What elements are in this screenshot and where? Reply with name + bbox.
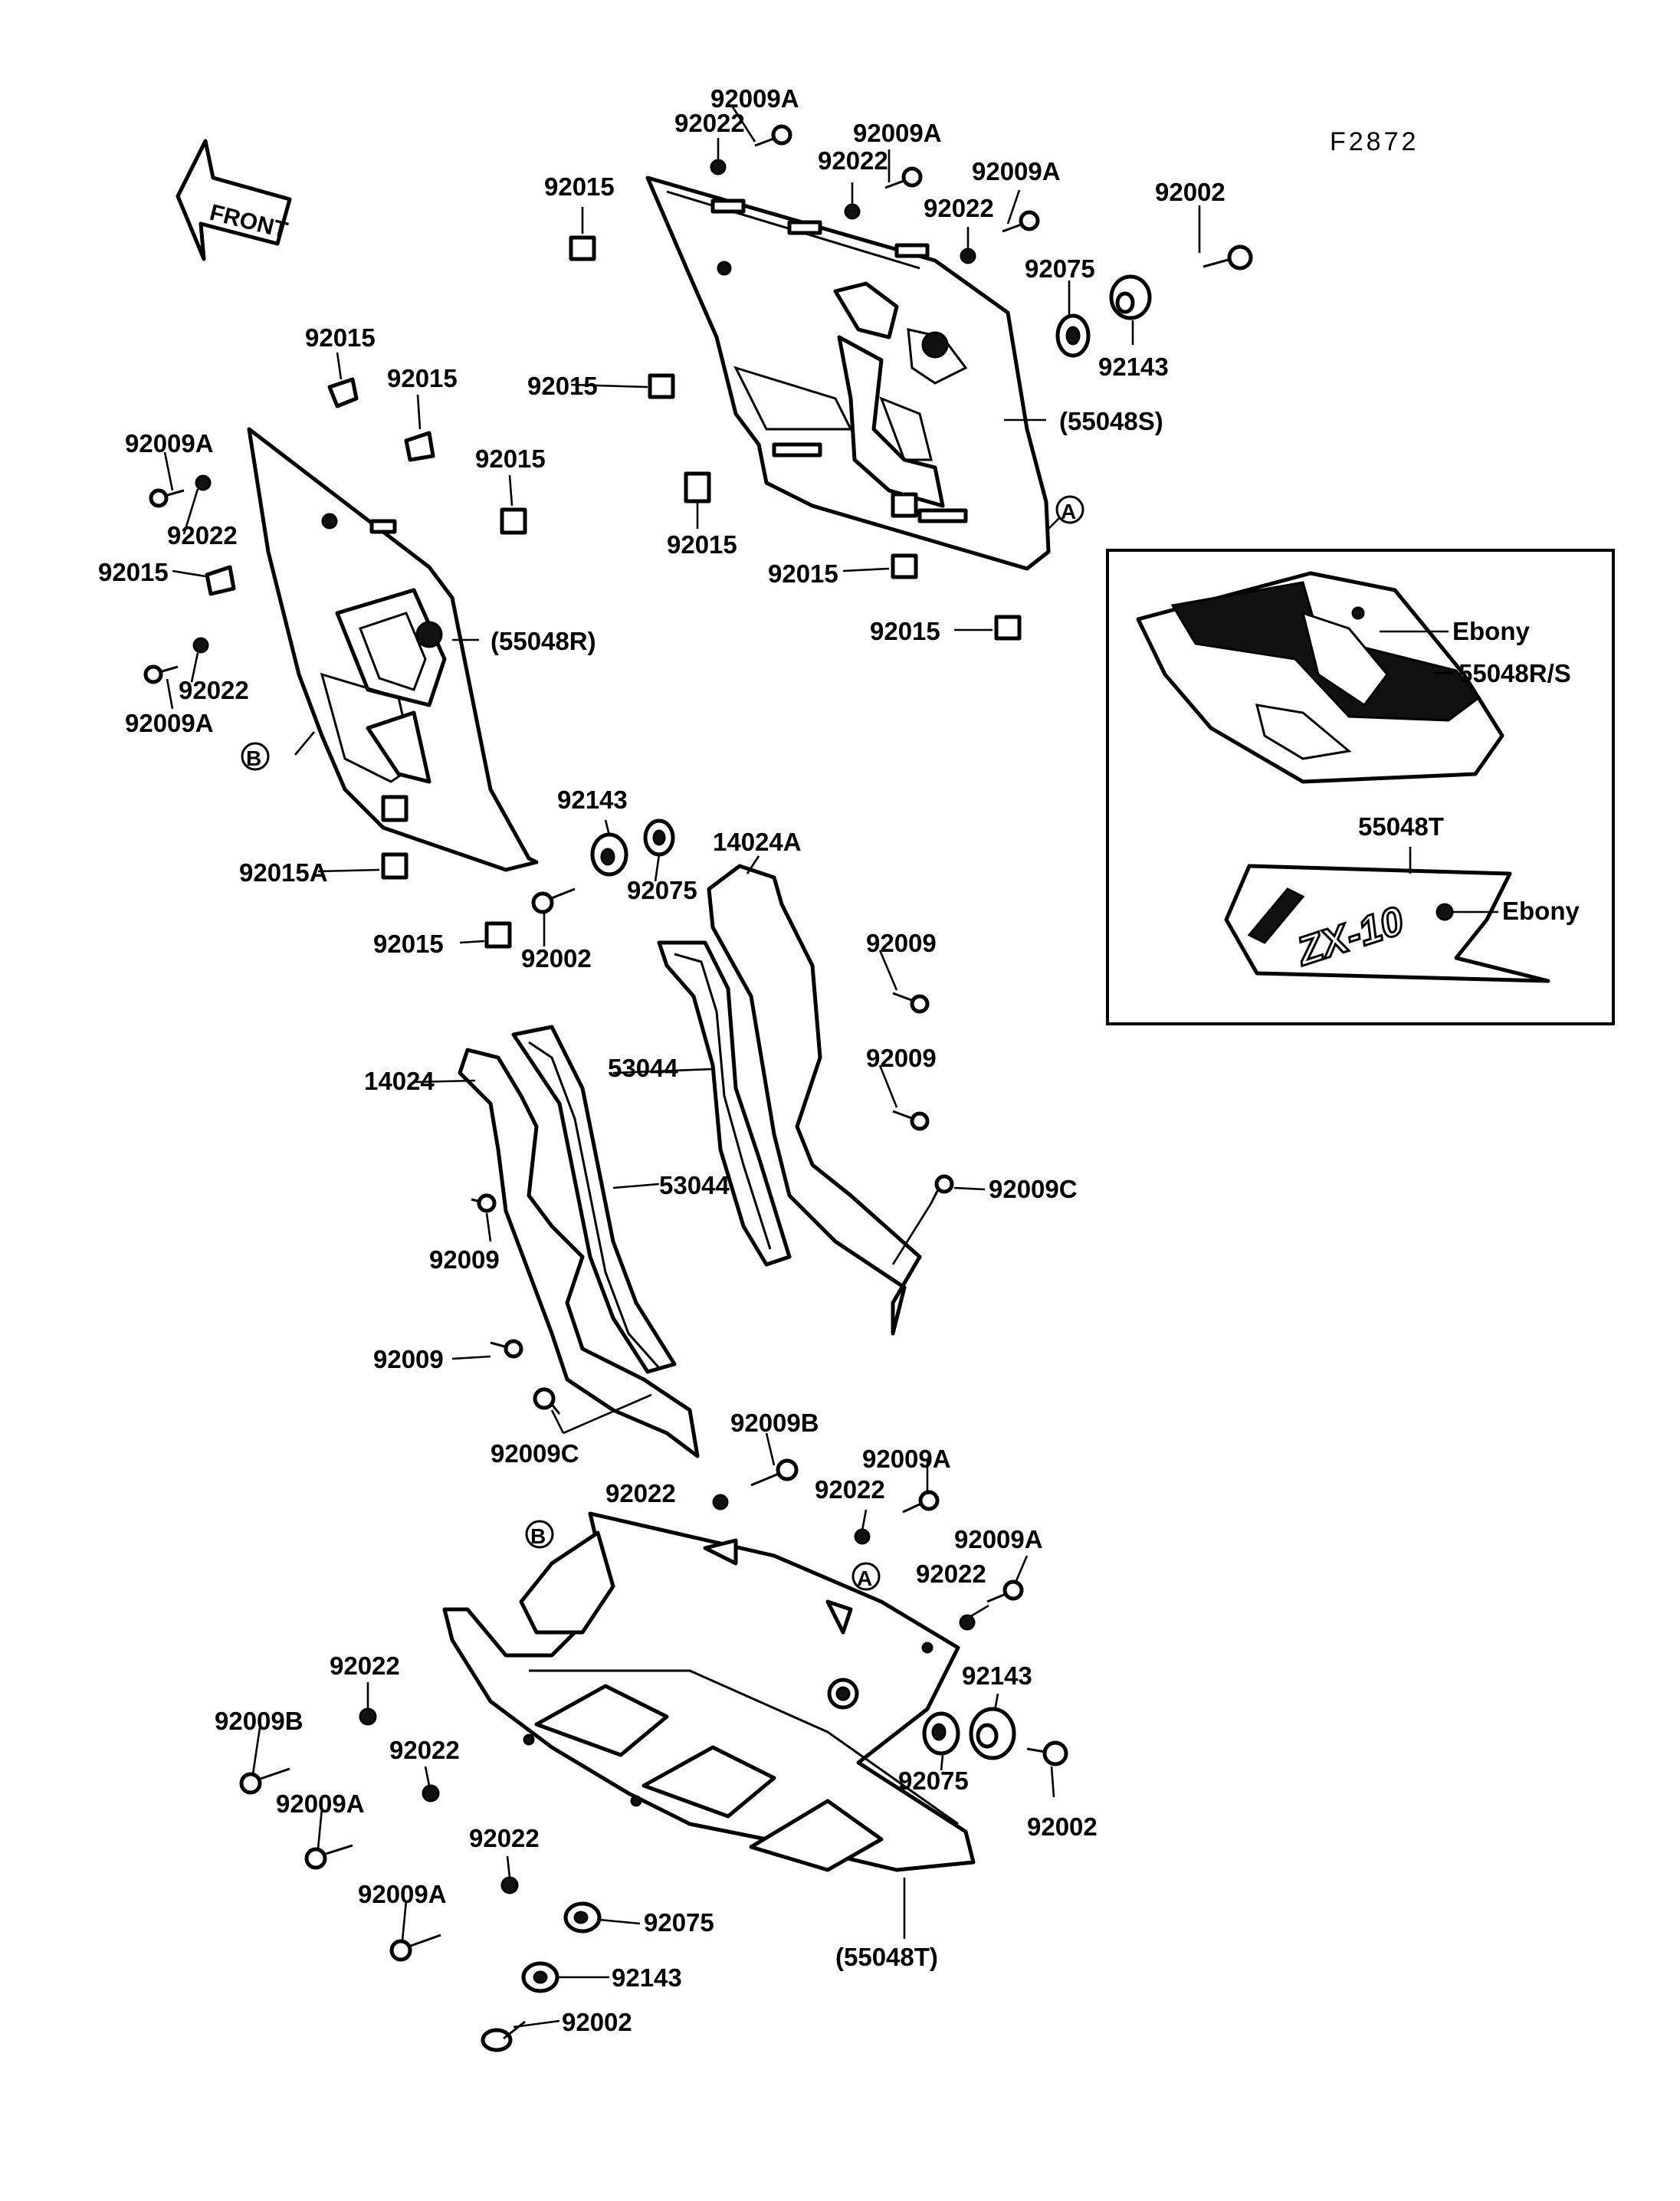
label-92022: 92022 — [389, 1736, 460, 1764]
label-92015: 92015 — [98, 558, 169, 586]
label-92022: 92022 — [818, 146, 888, 175]
label-92009: 92009 — [373, 1345, 444, 1373]
svg-text:B: B — [246, 746, 261, 770]
ref-circle-a-upper: A — [1055, 495, 1084, 524]
label-92022: 92022 — [330, 1652, 400, 1680]
label-92075: 92075 — [898, 1766, 969, 1795]
label-92009a: 92009A — [125, 709, 214, 737]
label-92009: 92009 — [866, 1044, 937, 1072]
svg-text:A: A — [857, 1566, 872, 1590]
label-92002: 92002 — [1027, 1812, 1098, 1841]
side-cowl-left-panel — [247, 427, 539, 872]
label-92022: 92022 — [167, 521, 238, 549]
label-92009: 92009 — [866, 929, 937, 957]
inner-cover-panels — [458, 864, 922, 1458]
label-92009: 92009 — [429, 1245, 500, 1274]
label-92015: 92015 — [870, 617, 940, 645]
label-92015: 92015 — [475, 444, 546, 473]
ref-circle-b-upper: B — [241, 742, 270, 771]
label-92009a: 92009A — [972, 157, 1061, 185]
label-92009a: 92009A — [710, 84, 799, 113]
leader-lines — [163, 105, 1201, 2029]
hardware-fasteners — [143, 124, 1253, 2052]
label-92015: 92015 — [373, 930, 444, 958]
ref-circle-b-lower: B — [525, 1520, 554, 1549]
svg-text:A: A — [1061, 500, 1076, 523]
ref-circle-a-lower: A — [851, 1562, 881, 1591]
label-92022: 92022 — [674, 109, 745, 137]
label-55048s: (55048S) — [1059, 407, 1163, 435]
label-55048t: (55048T) — [835, 1943, 938, 1971]
inset-ebony-upper: Ebony — [1452, 617, 1530, 645]
label-92022: 92022 — [916, 1560, 986, 1588]
color-variant-inset: ZX-10 Ebony 55048R/S 55048T Ebony — [1106, 549, 1615, 1025]
svg-text:B: B — [530, 1524, 546, 1548]
label-92009c: 92009C — [989, 1175, 1078, 1203]
label-92015: 92015 — [667, 530, 737, 559]
label-92022: 92022 — [179, 676, 249, 704]
label-14024a: 14024A — [713, 828, 802, 856]
label-92143: 92143 — [557, 786, 628, 814]
label-92022: 92022 — [469, 1824, 540, 1852]
inset-ebony-lower: Ebony — [1502, 897, 1580, 925]
lower-under-cowl — [442, 1511, 976, 1872]
label-92143: 92143 — [612, 1963, 682, 1992]
label-53044: 53044 — [659, 1171, 730, 1199]
side-cowl-right-panel — [645, 175, 1051, 571]
label-14024: 14024 — [364, 1067, 435, 1095]
inset-code-55048rs: 55048R/S — [1459, 659, 1571, 687]
label-92075: 92075 — [644, 1908, 714, 1937]
label-92009b: 92009B — [730, 1409, 819, 1437]
part-labels: 92009A 92022 92009A 92022 92009A 92022 9… — [98, 84, 1226, 2036]
label-92009b: 92009B — [215, 1707, 304, 1735]
label-92143: 92143 — [1098, 353, 1169, 381]
label-92075: 92075 — [627, 876, 697, 904]
label-92002: 92002 — [1155, 178, 1226, 206]
label-92009a: 92009A — [358, 1880, 447, 1908]
front-arrow-icon: FRONT — [176, 139, 292, 261]
inset-code-55048t: 55048T — [1358, 812, 1444, 841]
label-92022: 92022 — [815, 1475, 885, 1504]
label-92143: 92143 — [962, 1661, 1032, 1690]
label-92015: 92015 — [305, 323, 376, 352]
figure-code: F2872 — [1330, 127, 1419, 156]
label-53044: 53044 — [608, 1054, 678, 1082]
label-92015: 92015 — [387, 364, 458, 392]
label-92015: 92015 — [768, 559, 838, 588]
label-92075: 92075 — [1025, 254, 1095, 283]
label-92015: 92015 — [527, 372, 598, 400]
label-92009a: 92009A — [125, 429, 214, 458]
label-92009a: 92009A — [862, 1445, 951, 1473]
label-92009a: 92009A — [276, 1789, 365, 1818]
label-92009c: 92009C — [491, 1439, 579, 1468]
label-92022: 92022 — [605, 1479, 676, 1507]
label-92009a: 92009A — [954, 1525, 1043, 1553]
label-92002: 92002 — [521, 944, 592, 973]
label-92015a: 92015A — [239, 858, 328, 887]
label-92015: 92015 — [544, 172, 615, 201]
label-92009a: 92009A — [853, 119, 942, 147]
label-55048r: (55048R) — [491, 627, 596, 655]
label-92002: 92002 — [562, 2008, 632, 2036]
label-92022: 92022 — [924, 194, 994, 222]
